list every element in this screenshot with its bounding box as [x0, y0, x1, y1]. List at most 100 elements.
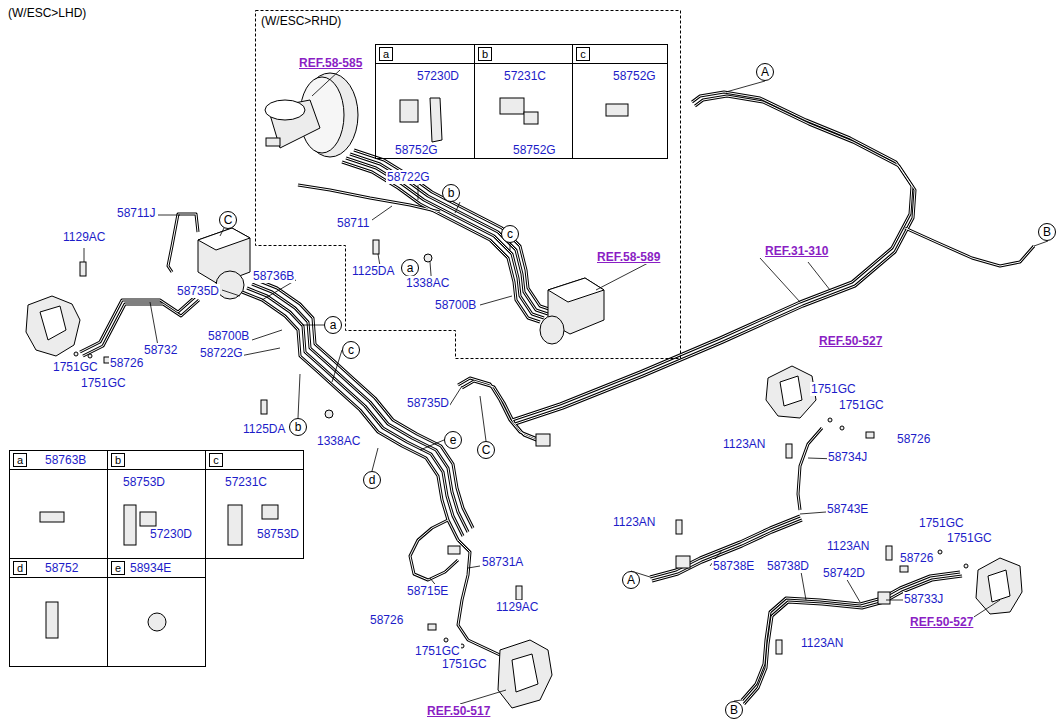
part-number: 1338AC: [405, 276, 450, 290]
line-art: [262, 505, 278, 519]
line-art: [261, 400, 267, 414]
cell-letter: d: [13, 561, 27, 575]
line-art: [468, 566, 480, 568]
diagram-title: (W/ESC>LHD): [8, 6, 86, 20]
line-art: [515, 96, 915, 424]
line-art: [80, 262, 86, 276]
circle-letter: C: [482, 444, 491, 456]
line-art: [846, 578, 860, 602]
circle-letter: C: [224, 214, 233, 226]
reference-circle: B: [1038, 223, 1056, 241]
line-art: [976, 558, 1022, 614]
line-art: [342, 162, 540, 322]
table-cell: d58752: [9, 558, 108, 667]
line-art: [938, 550, 942, 554]
table-cell: a57230D58752G: [375, 44, 475, 159]
line-art: [455, 202, 460, 213]
reference-circle: B: [725, 701, 743, 719]
cell-letter: a: [13, 453, 27, 467]
cell-letter: c: [576, 47, 590, 61]
line-art: [83, 300, 199, 356]
part-number: 1338AC: [316, 434, 361, 448]
line-art: [262, 280, 296, 300]
part-number: 58736B: [252, 269, 295, 283]
part-number: 1129AC: [62, 230, 106, 244]
line-art: [372, 448, 378, 471]
cell-letter: b: [111, 453, 125, 467]
table-cell: c 58752G: [572, 44, 668, 159]
part-number: 58726: [109, 356, 144, 370]
line-art: [458, 378, 540, 440]
reference-note: REF.50-517: [426, 704, 491, 718]
part-number: 1751GC: [80, 376, 127, 390]
line-art: [462, 381, 544, 443]
line-art: [40, 512, 64, 522]
line-art: [988, 570, 1010, 602]
tube-outlines: [80, 92, 1034, 704]
line-art: [257, 280, 473, 528]
part-number: 58731A: [481, 555, 524, 569]
part-number: 58722G: [386, 170, 431, 184]
part-number: 57230D: [417, 69, 459, 83]
line-art: [150, 302, 158, 346]
circle-letter: A: [761, 66, 769, 78]
line-art: [302, 325, 324, 326]
line-art: [26, 296, 80, 356]
part-number: 58763B: [45, 453, 86, 467]
part-number: 58738E: [712, 559, 755, 573]
circle-letter: b: [295, 421, 302, 433]
reference-circle: e: [444, 431, 462, 449]
line-art: [515, 96, 915, 424]
tube-insides: [80, 92, 1034, 704]
line-art: [512, 654, 538, 692]
line-art: [498, 640, 552, 708]
line-art: [298, 185, 440, 212]
part-number: 58722G: [199, 346, 244, 360]
line-art: [418, 185, 419, 200]
line-art: [548, 278, 604, 302]
line-art: [242, 292, 458, 540]
line-art: [252, 284, 468, 532]
line-art: [866, 432, 874, 438]
part-number: 1123AN: [826, 539, 870, 553]
line-art: [540, 316, 564, 344]
reference-note: REF.58-585: [298, 56, 363, 70]
line-art: [247, 288, 463, 536]
cell-letter: a: [379, 47, 393, 61]
part-number: 58735D: [176, 284, 220, 298]
line-art: [760, 258, 800, 302]
line-art: [480, 296, 512, 305]
part-number: 58752G: [613, 69, 656, 83]
part-number: 58934E: [130, 561, 171, 575]
reference-circle: b: [442, 184, 460, 202]
part-number: 1751GC: [946, 531, 993, 545]
line-art: [158, 215, 180, 216]
circle-letter: d: [369, 474, 376, 486]
line-art: [798, 428, 822, 510]
line-art: [242, 292, 458, 540]
line-art: [878, 592, 890, 604]
circle-letter: c: [507, 228, 513, 240]
part-number: 58752G: [513, 143, 556, 157]
line-art: [373, 240, 379, 254]
line-art: [346, 158, 544, 318]
line-art: [354, 150, 552, 310]
part-number: 57230D: [150, 527, 192, 541]
part-number: 58753D: [123, 475, 165, 489]
reference-circle: a: [401, 259, 419, 277]
reference-circle: d: [363, 471, 381, 489]
line-art: [265, 100, 305, 120]
part-number: 58700B: [434, 298, 477, 312]
part-number: 1751GC: [838, 398, 885, 412]
line-art: [346, 158, 544, 318]
line-art: [266, 138, 280, 146]
circle-letter: B: [1043, 226, 1051, 238]
reference-circle: A: [622, 571, 640, 589]
line-art: [808, 262, 830, 290]
part-number: 58726: [896, 432, 931, 446]
line-art: [424, 254, 432, 262]
reference-circle: b: [289, 418, 307, 436]
reference-note: REF.50-527: [909, 615, 974, 629]
